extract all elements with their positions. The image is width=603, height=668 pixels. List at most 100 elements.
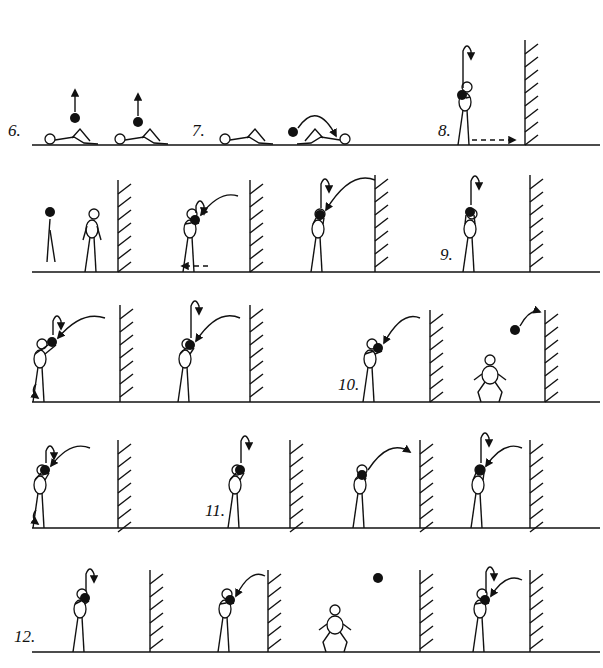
figure-leg [353, 493, 358, 528]
ball-path-arrow [326, 178, 375, 210]
figure-head [89, 209, 99, 219]
ball [133, 117, 143, 127]
figure-leg [247, 129, 265, 141]
figure-arm [343, 624, 351, 630]
figure-leg [73, 617, 78, 652]
figure-leg [323, 632, 330, 652]
wall-hatch [290, 522, 303, 532]
figure-head [330, 605, 340, 615]
figure-head [475, 465, 485, 475]
wall-hatch [118, 522, 131, 532]
wall-hatch [530, 444, 543, 454]
wall-hatch [530, 600, 543, 610]
wall-line [249, 305, 250, 402]
wall-hatch [420, 457, 433, 467]
wall-hatch [530, 205, 543, 215]
wall-hatch [290, 457, 303, 467]
figure-leg [311, 237, 316, 272]
wall-hatch [250, 335, 263, 345]
figure-arm [35, 473, 41, 480]
wall-hatch [118, 197, 131, 207]
figure-leg [463, 237, 468, 272]
wall-hatch [118, 236, 131, 246]
wall-hatch [430, 340, 443, 350]
throw-loop-arrow [86, 569, 94, 591]
wall-hatch [268, 613, 281, 623]
ball-path-arrow [236, 574, 265, 596]
wall-hatch [420, 496, 433, 506]
wall-hatch [545, 327, 558, 337]
wall-hatch [118, 483, 131, 493]
figure-arm [483, 473, 484, 480]
wall-hatch [375, 205, 388, 215]
wall-hatch [420, 600, 433, 610]
wall-hatch [250, 184, 263, 194]
ground-line [32, 401, 600, 402]
ball [475, 465, 485, 475]
wall-line [374, 175, 375, 272]
ball [45, 207, 55, 217]
wall-hatch [268, 574, 281, 584]
figure-arm [473, 473, 476, 480]
wall-hatch [420, 483, 433, 493]
wall-hatch [545, 379, 558, 389]
turn-arrow [33, 510, 38, 524]
figure-arm [97, 226, 101, 240]
move-arrow [472, 139, 515, 140]
ball [70, 113, 80, 123]
ball-path-arrow [520, 311, 540, 326]
figure-leg [458, 110, 463, 145]
figure-arm [365, 351, 374, 354]
wall-hatch [530, 218, 543, 228]
wall-hatch [375, 231, 388, 241]
exercise-number: 7. [192, 122, 205, 139]
figure-leg [480, 493, 482, 528]
figure-body [86, 220, 98, 238]
wall-hatch [118, 444, 131, 454]
figure-leg [82, 617, 84, 652]
throw-loop-arrow [191, 301, 199, 338]
wall-hatch [118, 496, 131, 506]
wall-hatch [545, 314, 558, 324]
wall-hatch [150, 574, 163, 584]
wall-hatch [530, 574, 543, 584]
figure-leg [85, 237, 90, 272]
wall-hatch [250, 262, 263, 272]
figure-arm [474, 215, 475, 224]
exercise-number: 8. [438, 122, 451, 139]
ball [190, 215, 200, 225]
figure-leg [495, 382, 502, 402]
wall-hatch [420, 639, 433, 649]
wall-hatch [530, 626, 543, 636]
figure-body [482, 366, 498, 384]
turn-arrow [33, 384, 38, 398]
throw-loop-arrow [46, 446, 54, 463]
wall-hatch [420, 626, 433, 636]
ball [357, 470, 367, 480]
figure-leg [363, 367, 368, 402]
wall-hatch [250, 249, 263, 259]
drop-line [47, 219, 50, 262]
figure-head [115, 134, 125, 144]
wall-hatch [250, 322, 263, 332]
ground-line [32, 527, 600, 528]
figure-body-lying [230, 137, 273, 144]
figure-leg [142, 129, 160, 141]
wall-hatch [430, 327, 443, 337]
figure-leg [42, 367, 44, 402]
throw-loop-arrow [486, 567, 494, 593]
ball-path-arrow [368, 448, 410, 470]
figure-leg [218, 617, 223, 652]
throw-loop-arrow [321, 179, 329, 208]
ball-path-arrow [58, 316, 105, 338]
wall-hatch [530, 613, 543, 623]
wall-hatch [525, 44, 538, 54]
wall-hatch [530, 522, 543, 532]
wall-hatch [525, 122, 538, 132]
figure-leg [33, 367, 38, 402]
wall-hatch [525, 57, 538, 67]
figure-head [340, 134, 350, 144]
wall-hatch [120, 335, 133, 345]
exercise-number: 12. [14, 628, 35, 645]
